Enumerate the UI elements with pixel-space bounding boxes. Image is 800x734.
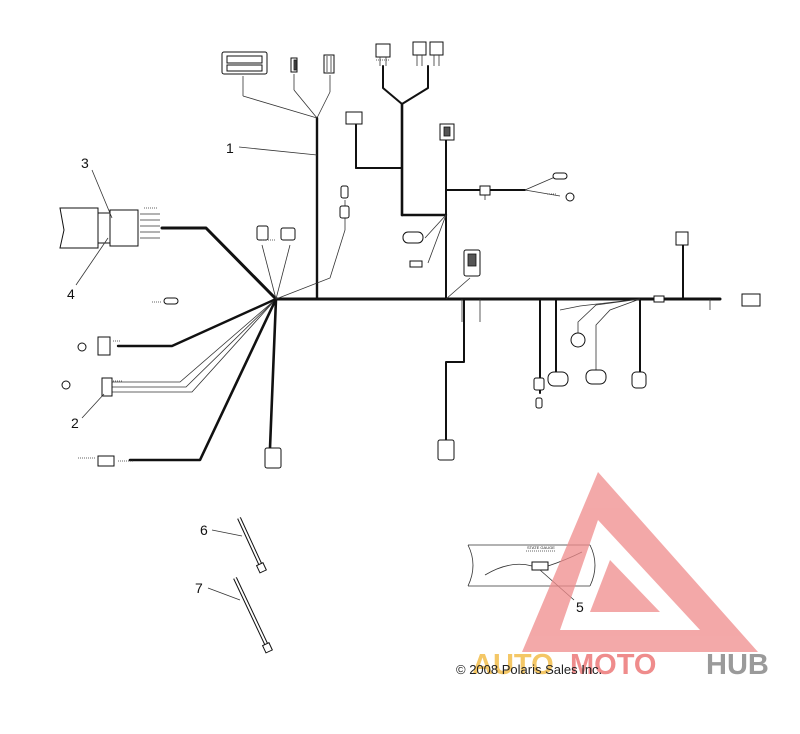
callout-5: 5 <box>576 599 584 615</box>
automotohub-watermark <box>522 472 758 652</box>
watermark-hub: HUB <box>706 649 769 681</box>
connector-top-cluster <box>221 51 335 119</box>
cable-tie-7 <box>233 577 273 654</box>
automotohub-wordmark: AUTO MOTO HUB <box>472 649 769 681</box>
callout-7: 7 <box>195 580 203 596</box>
copyright-notice: © 2008 Polaris Sales Inc. <box>456 662 602 677</box>
watermark-moto: MOTO <box>570 649 656 681</box>
callout-numbers: 1 2 3 4 5 6 7 <box>67 140 584 615</box>
callout-leaders <box>75 146 318 601</box>
callout-2: 2 <box>71 415 79 431</box>
main-harness-trunk <box>274 65 722 441</box>
relay-group <box>345 41 455 141</box>
wire-tag-labels <box>78 59 556 462</box>
gauge-wire-label: STATE GAUGE <box>527 545 555 550</box>
cable-tie-6 <box>237 517 267 574</box>
left-main-connector <box>59 207 160 249</box>
left-harness-branches <box>108 200 346 462</box>
callout-6: 6 <box>200 522 208 538</box>
callout-4: 4 <box>67 286 75 302</box>
callout-3: 3 <box>81 155 89 171</box>
watermark-auto: AUTO <box>472 649 554 681</box>
misc-connectors <box>61 172 761 469</box>
right-harness-branches <box>424 176 711 372</box>
callout-1: 1 <box>226 140 234 156</box>
